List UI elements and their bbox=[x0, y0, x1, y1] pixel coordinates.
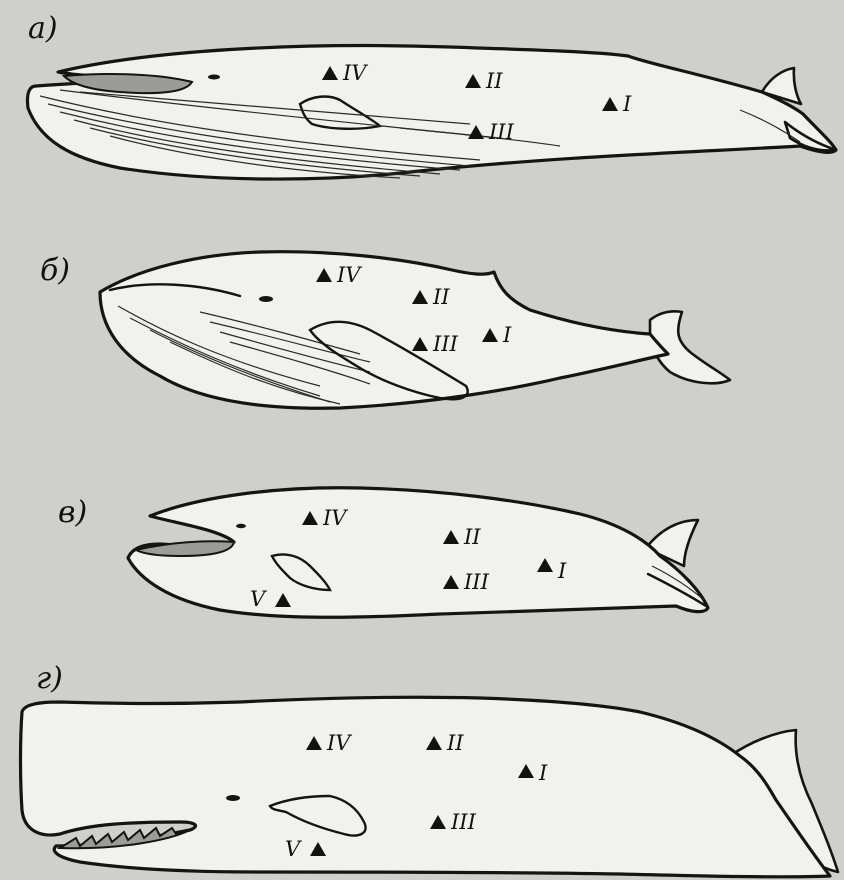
panel-v: в) IV II III bbox=[58, 488, 708, 618]
panel-a: а) IV bbox=[27, 11, 836, 179]
panel-label-a: а) bbox=[28, 11, 58, 46]
panel-b: б) IV II bbox=[40, 252, 730, 409]
panel-label-v: в) bbox=[58, 495, 87, 530]
svg-text:I: I bbox=[557, 559, 567, 583]
panel-label-g: г) bbox=[36, 661, 63, 696]
svg-text:III: III bbox=[432, 332, 459, 356]
svg-text:IV: IV bbox=[322, 506, 348, 530]
svg-text:V: V bbox=[250, 587, 267, 611]
svg-text:IV: IV bbox=[342, 61, 368, 85]
svg-text:II: II bbox=[485, 69, 503, 93]
panel-g: г) IV II I III bbox=[21, 661, 839, 877]
svg-text:I: I bbox=[538, 761, 548, 785]
svg-text:II: II bbox=[446, 731, 464, 755]
svg-text:IV: IV bbox=[336, 263, 362, 287]
svg-text:III: III bbox=[450, 810, 477, 834]
svg-text:IV: IV bbox=[326, 731, 352, 755]
svg-text:III: III bbox=[488, 120, 515, 144]
sperm-whale-icon bbox=[21, 697, 839, 877]
panel-label-b: б) bbox=[40, 253, 70, 288]
baleen-whale-icon bbox=[128, 488, 708, 618]
svg-text:III: III bbox=[463, 570, 490, 594]
humpback-whale-icon bbox=[100, 252, 730, 409]
svg-text:I: I bbox=[622, 92, 632, 116]
blue-whale-icon bbox=[27, 46, 836, 179]
svg-text:I: I bbox=[502, 323, 512, 347]
svg-text:II: II bbox=[432, 285, 450, 309]
svg-text:V: V bbox=[285, 837, 302, 861]
svg-text:II: II bbox=[463, 525, 481, 549]
